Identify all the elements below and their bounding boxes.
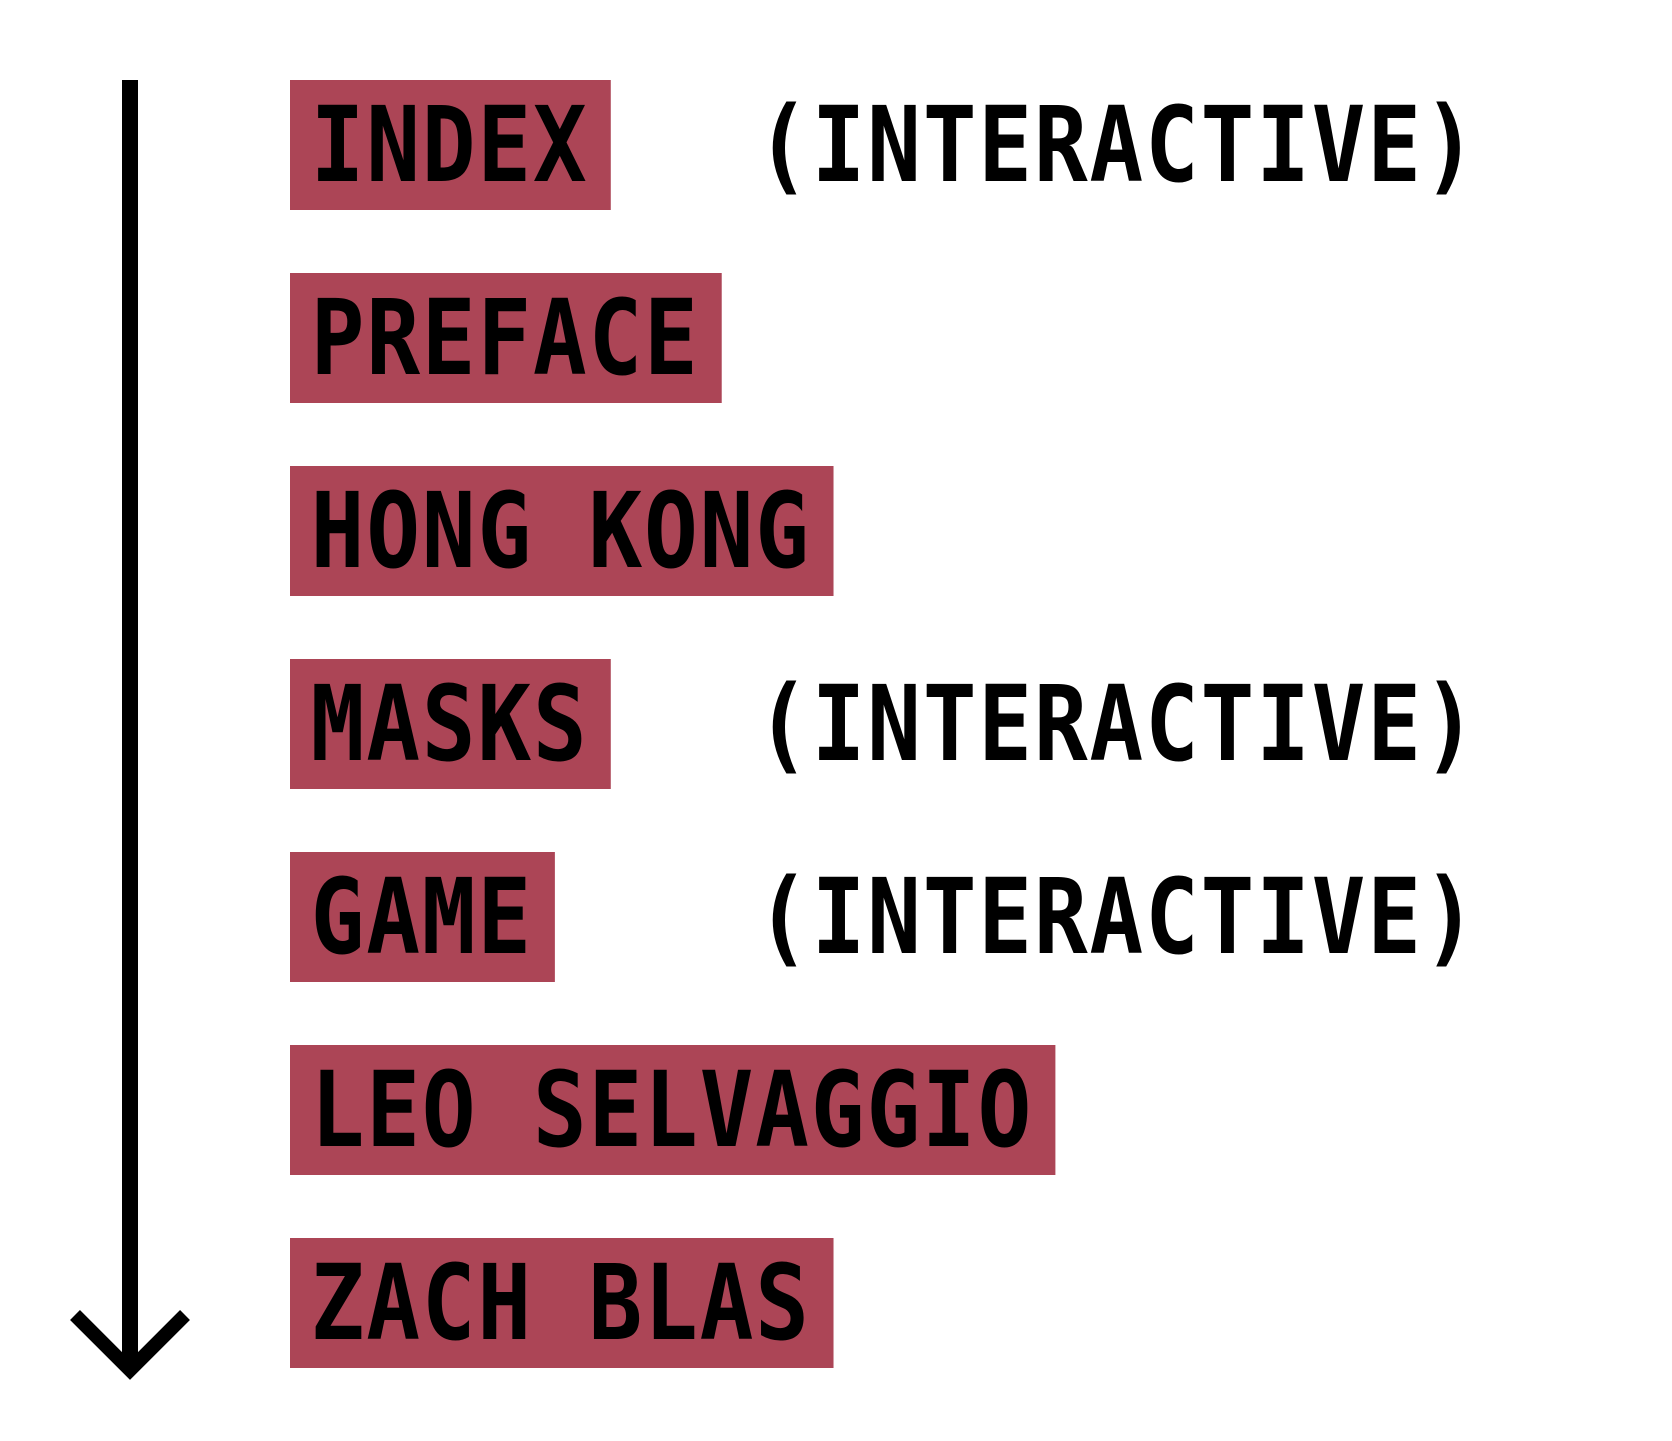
interactive-tag: (INTERACTIVE) — [756, 856, 1479, 978]
interactive-tag: (INTERACTIVE) — [756, 84, 1479, 206]
chapter-link-preface[interactable]: PREFACE — [290, 273, 722, 403]
menu-row-leo-selvaggio: LEO SELVAGGIO — [290, 1045, 1180, 1238]
chapter-link-index[interactable]: INDEX — [290, 80, 611, 210]
chapter-link-masks[interactable]: MASKS — [290, 659, 611, 789]
down-arrow-icon — [70, 80, 190, 1380]
menu-row-index: INDEX (INTERACTIVE) — [290, 80, 1477, 273]
menu-row-game: GAME (INTERACTIVE) — [290, 852, 1477, 1045]
chapter-link-game[interactable]: GAME — [290, 852, 556, 982]
chapter-menu: INDEX (INTERACTIVE) PREFACE HONG KONG MA… — [290, 80, 1477, 1431]
menu-row-hong-kong: HONG KONG — [290, 466, 1180, 659]
chapter-link-zach-blas[interactable]: ZACH BLAS — [290, 1238, 834, 1368]
chapter-link-leo-selvaggio[interactable]: LEO SELVAGGIO — [290, 1045, 1056, 1175]
interactive-tag: (INTERACTIVE) — [756, 663, 1479, 785]
menu-row-zach-blas: ZACH BLAS — [290, 1238, 1180, 1431]
menu-row-preface: PREFACE — [290, 273, 1180, 466]
chapter-link-hong-kong[interactable]: HONG KONG — [290, 466, 834, 596]
menu-row-masks: MASKS (INTERACTIVE) — [290, 659, 1477, 852]
